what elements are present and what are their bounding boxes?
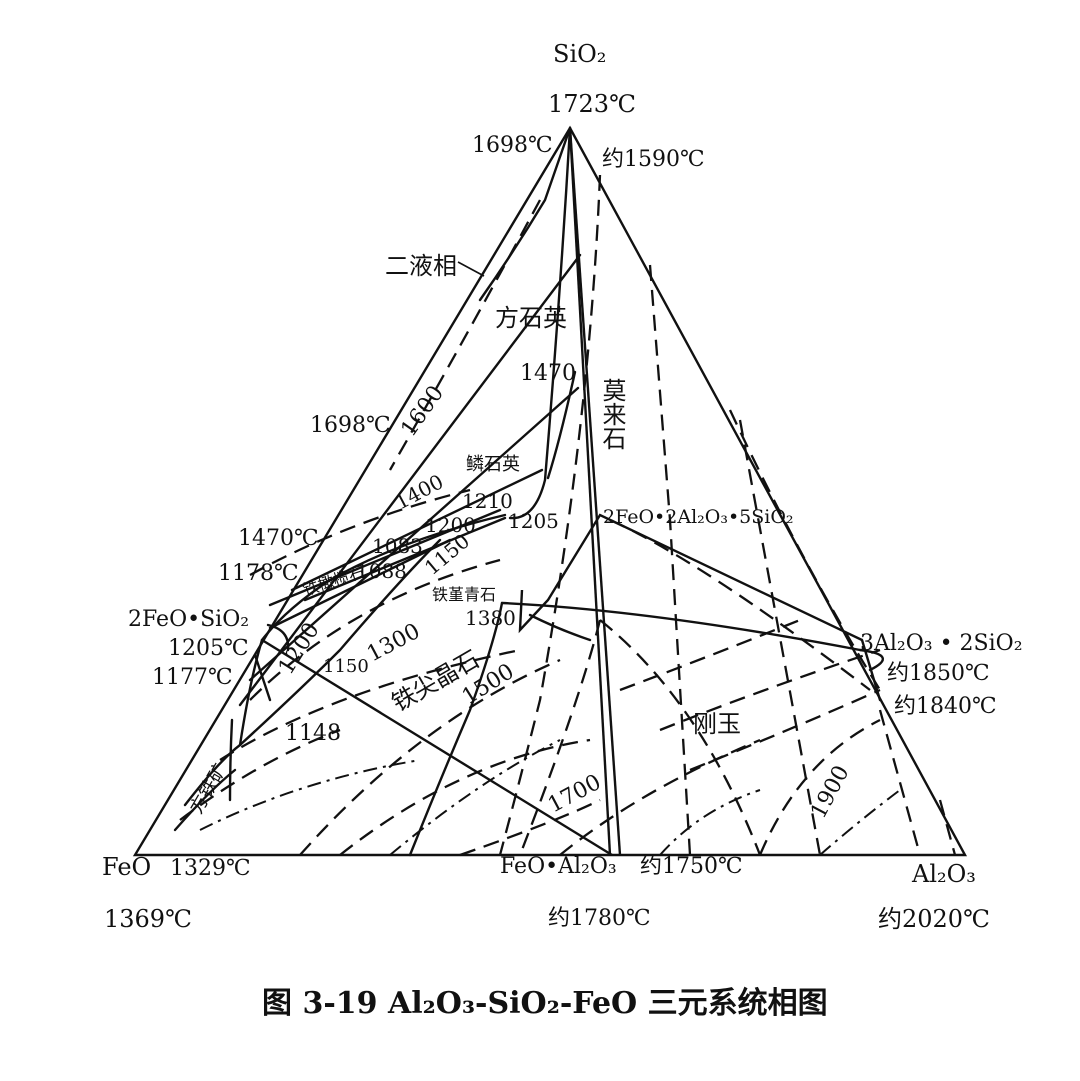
edge-temp-1178: 1178℃	[218, 561, 299, 586]
dash-dot-lines	[199, 739, 901, 856]
boundary-curves	[173, 126, 884, 857]
fayalite-temp-b: 1177℃	[152, 665, 233, 690]
mullite-compound-label: 3Al₂O₃ • 2SiO₂	[860, 631, 1023, 656]
edge-temp-1590: 约1590℃	[602, 147, 705, 172]
edge-temp-1470: 1470℃	[238, 526, 319, 551]
al2o3-label: Al₂O₃	[911, 860, 976, 888]
hercynite-compound-label: FeO•Al₂O₃	[500, 854, 617, 879]
edge-temp-1750: 约1750℃	[640, 854, 743, 879]
feo-melting-temp: 1369℃	[104, 905, 192, 933]
cristobalite-field-label: 方石英	[495, 304, 567, 332]
al2o3-melting-temp: 约2020℃	[878, 905, 990, 933]
fayalite-compound-label: 2FeO•SiO₂	[128, 607, 249, 632]
figure-caption: 图 3-19 Al₂O₃-SiO₂-FeO 三元系统相图	[262, 986, 828, 1021]
isotherm-label-1083: 1083	[372, 534, 423, 558]
sio2-label: SiO₂	[553, 40, 606, 68]
fayalite-temp-a: 1205℃	[168, 636, 249, 661]
tridymite-field-label: 鳞石英	[466, 454, 520, 475]
two-liquid-field-label: 二液相	[385, 252, 457, 280]
isotherm-label-1150b: 1150	[323, 656, 369, 677]
isotherm-label-1380: 1380	[465, 606, 516, 630]
two-liquid-leader	[457, 261, 485, 277]
composition-triangle	[132, 125, 968, 857]
isotherm-label-1205: 1205	[508, 509, 559, 533]
mullite-temp-a: 约1850℃	[887, 661, 990, 686]
isotherm-label-1088: 1088	[356, 559, 407, 583]
isotherm-label-1300: 1300	[363, 619, 424, 667]
edge-temp-1329: 1329℃	[170, 856, 251, 881]
edge-temp-1698-top: 1698℃	[472, 133, 553, 158]
isotherm-label-1400: 1400	[391, 469, 447, 514]
sio2-melting-temp: 1723℃	[548, 90, 636, 118]
isotherm-label-1600: 1600	[396, 381, 449, 441]
edge-temp-1698-left: 1698℃	[310, 413, 391, 438]
hercynite-melting-temp: 约1780℃	[548, 906, 651, 931]
cordierite-compound-label: 2FeO•2Al₂O₃•5SiO₂	[603, 506, 794, 528]
isotherm-label-1200a: 1200	[425, 513, 476, 537]
isotherm-lines	[179, 174, 957, 857]
isotherm-label-1210: 1210	[462, 489, 513, 513]
fe-cordierite-field-label: 铁堇青石	[432, 585, 496, 604]
mullite-temp-b: 约1840℃	[894, 694, 997, 719]
isotherm-label-1148: 1148	[285, 721, 341, 746]
mullite-field-label: 莫来石	[598, 378, 626, 450]
feo-label: FeO	[102, 853, 151, 881]
corundum-field-label: 刚玉	[693, 710, 741, 738]
isotherm-label-1470: 1470	[520, 361, 576, 386]
isotherm-label-1700: 1700	[544, 770, 605, 818]
